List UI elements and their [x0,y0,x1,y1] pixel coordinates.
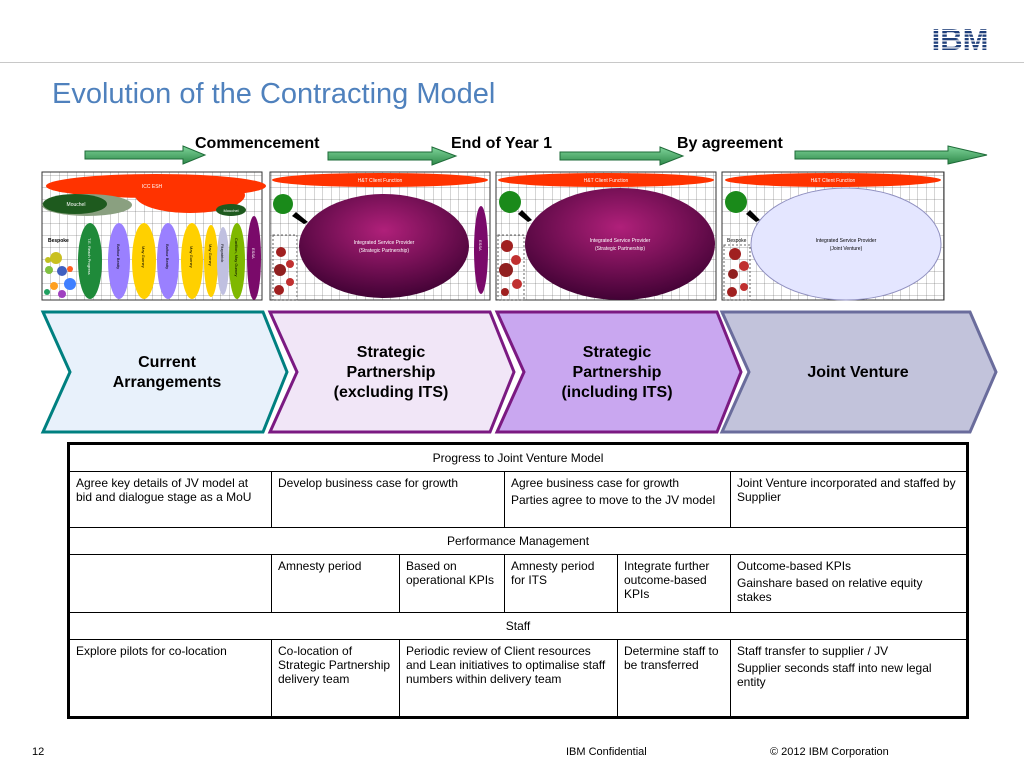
panel-partnership-excl: H&T Client Function Integrated Service P… [269,171,491,301]
svg-text:ESSA: ESSA [251,248,256,259]
table-cell: Agree key details of JV model at bid and… [68,471,272,528]
page-title: Evolution of the Contracting Model [52,78,496,110]
table-cell: Based on operational KPIs [399,554,505,613]
timeline-arrow [84,145,207,165]
table-cell [68,554,272,613]
panel-joint-venture: H&T Client Function Bespoke Integrated S… [721,171,945,301]
section-progress: Progress to Joint Venture Model [67,443,969,472]
contracting-diagram: ICC ESH Mouchel Mouchel Bespoke T.E. Rea… [40,145,998,434]
table-cell: Develop business case for growth [271,471,505,528]
panel-current: ICC ESH Mouchel Mouchel Bespoke T.E. Rea… [41,171,266,301]
table-cell: Explore pilots for co-location [68,639,272,718]
svg-text:Balfour Beatty: Balfour Beatty [165,244,170,269]
svg-text:May Gurney: May Gurney [189,246,194,268]
progress-table: Progress to Joint Venture Model Agree ke… [67,442,970,719]
oval-mouchel-small [216,204,246,216]
table-section-row: Performance Management [67,527,969,555]
svg-text:T.E. Reach Progress: T.E. Reach Progress [87,238,92,275]
svg-text:Integrated Service Provider: Integrated Service Provider [816,238,877,244]
table-cell: Determine staff to be transferred [617,639,731,718]
timeline-arrows [84,145,988,166]
stage-label-partnership-incl: Strategic Partnership (including ITS) [561,344,673,401]
table-cell: Amnesty period for ITS [504,554,618,613]
timeline-heading-end-of-year-1: End of Year 1 [451,135,553,152]
copyright-notice: © 2012 IBM Corporation [770,746,889,758]
stage-label-joint-venture: Joint Venture [807,364,909,381]
svg-text:Bespoke: Bespoke [48,238,69,244]
table-row: Explore pilots for co-location Co-locati… [68,639,969,718]
svg-text:May Gurney: May Gurney [141,246,146,268]
page-number: 12 [32,746,45,758]
table-cell: Co-location of Strategic Partnership del… [271,639,400,718]
svg-text:H&T Client Function: H&T Client Function [811,178,856,184]
ibm-logo: IBM [932,24,989,52]
stage-chevron-partnership-incl [494,310,743,434]
timeline-arrow [559,146,685,166]
table-section-row: Progress to Joint Venture Model [67,443,969,472]
stage-chevron-partnership-excl [267,310,516,434]
confidentiality-label: IBM Confidential [566,746,647,758]
svg-text:Bespoke: Bespoke [727,238,747,244]
table-cell: Integrate further outcome-based KPIs [617,554,731,613]
svg-text:(Joint Venture): (Joint Venture) [830,246,863,252]
table-cell: Periodic review of Client resources and … [399,639,618,718]
svg-text:Integrated Service Provider: Integrated Service Provider [354,240,415,246]
section-performance: Performance Management [67,527,969,555]
timeline-arrow [794,145,988,165]
table-cell: Joint Venture incorporated and staffed b… [729,471,969,528]
table-row: Agree key details of JV model at bid and… [68,471,969,528]
stage-label-partnership-excl: Strategic Partnership (excluding ITS) [333,344,449,401]
stage-label-current: Current Arrangements [112,354,222,391]
timeline-arrow [327,146,458,166]
table-cell: Amnesty period [271,554,400,613]
section-staff: Staff [67,612,969,640]
svg-text:H&T Client Function: H&T Client Function [358,178,403,184]
stage-chevron-joint-venture [719,310,998,434]
table-row: Amnesty period Based on operational KPIs… [68,554,969,613]
svg-text:Fitzpatrick: Fitzpatrick [220,244,225,262]
svg-text:May Gurney: May Gurney [208,244,213,266]
svg-text:Mouchel: Mouchel [223,208,238,213]
svg-text:Integrated Service Provider: Integrated Service Provider [590,238,651,244]
svg-text:IBM: IBM [932,24,989,52]
timeline-heading-commencement: Commencement [195,135,320,152]
svg-text:(Strategic Partnership): (Strategic Partnership) [595,246,645,252]
svg-text:Carillion, May Gurney: Carillion, May Gurney [234,238,239,276]
stage-chevron-current [40,310,289,434]
svg-text:ESSA: ESSA [478,240,483,251]
svg-text:Balfour Beatty: Balfour Beatty [116,244,121,269]
svg-text:(Strategic Partnership): (Strategic Partnership) [359,248,409,254]
svg-text:H&T Client Function: H&T Client Function [584,178,629,184]
panel-partnership-incl: H&T Client Function Integrated Service P… [495,171,717,301]
timeline-heading-by-agreement: By agreement [677,135,783,152]
svg-text:Mouchel: Mouchel [67,202,86,208]
title-divider [0,62,1024,63]
svg-text:ICC ESH: ICC ESH [142,184,163,190]
table-section-row: Staff [67,612,969,640]
